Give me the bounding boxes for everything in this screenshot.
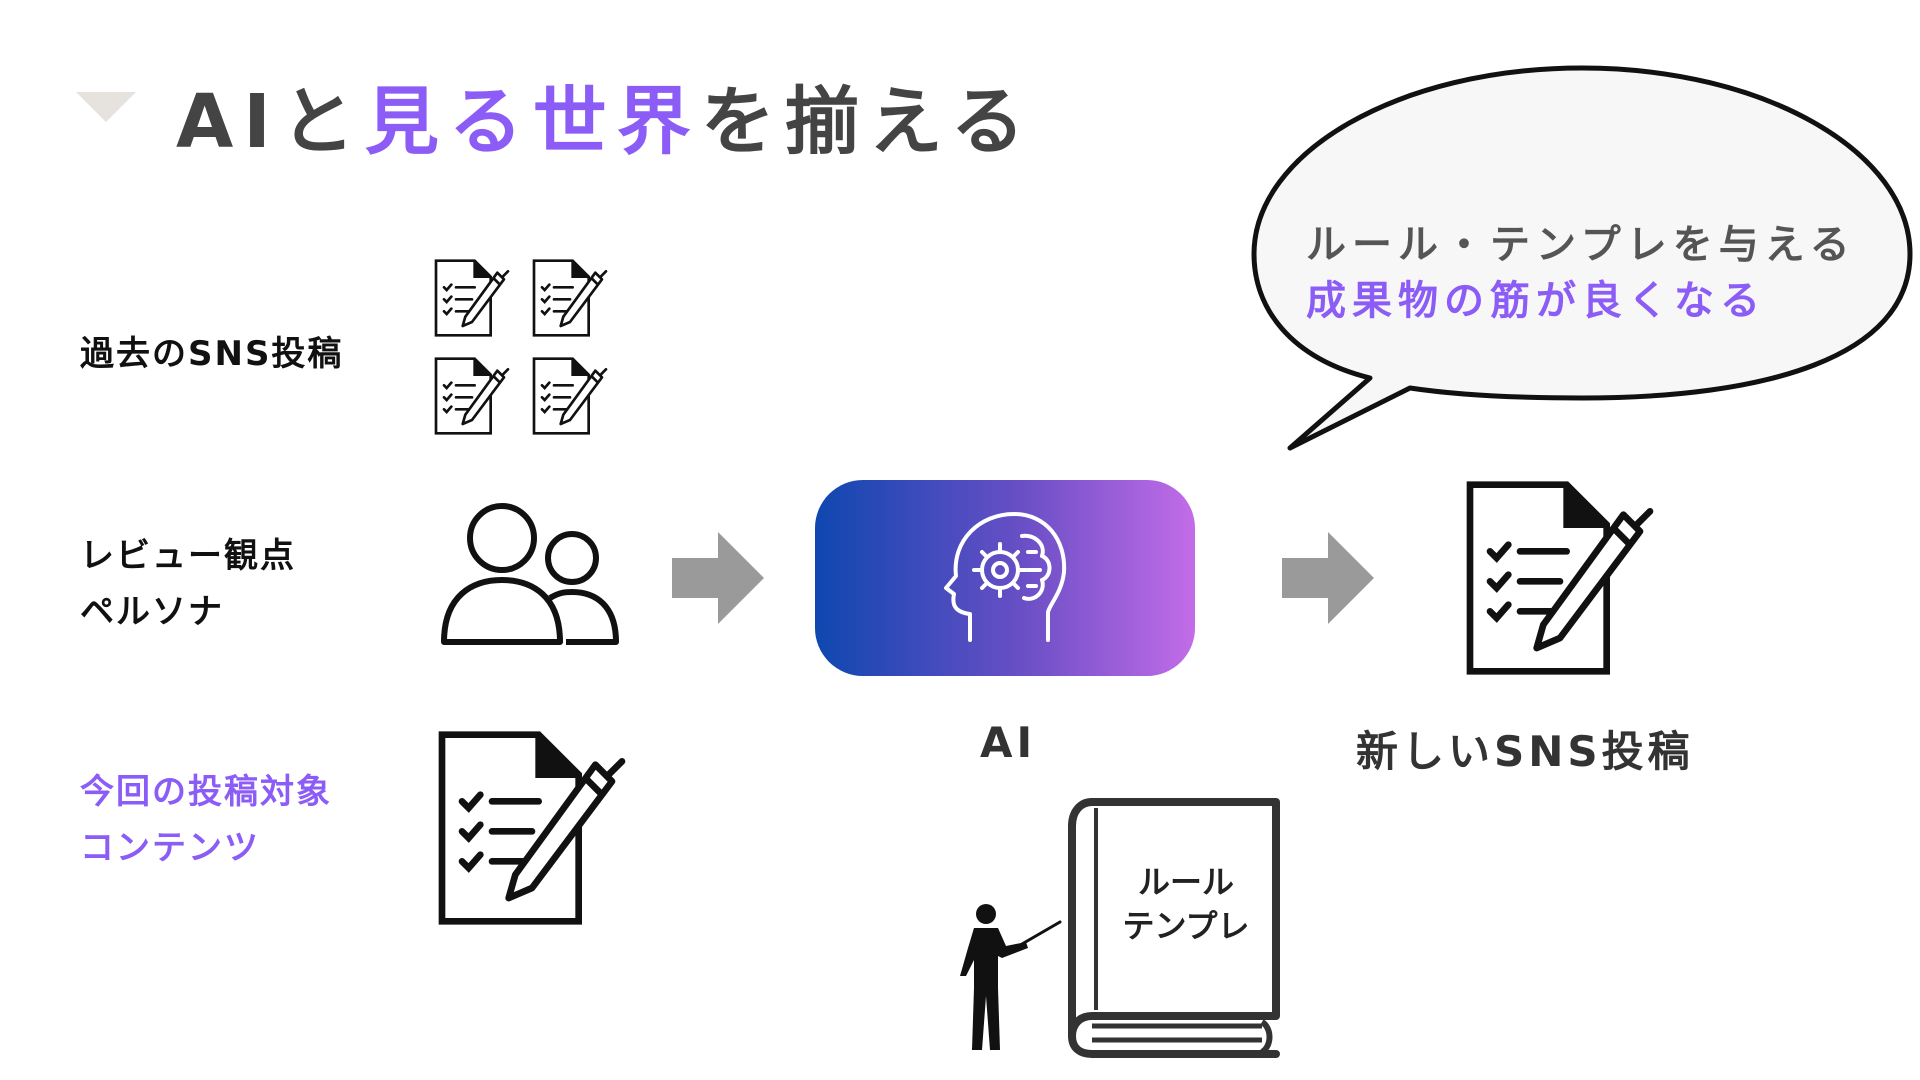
teacher-pointer-icon [960, 904, 1062, 1050]
new-post-label: 新しいSNS投稿 [1356, 727, 1694, 776]
review-perspective-label: レビュー観点 [80, 536, 296, 576]
past-posts-label: 過去のSNS投稿 [80, 334, 344, 374]
document-icon-2 [532, 259, 608, 337]
bubble-text-line2: 成果物の筋が良くなる [1306, 278, 1766, 324]
arrow-right-icon-2 [1282, 532, 1374, 624]
arrow-right-icon-1 [672, 532, 764, 624]
people-icon [441, 503, 619, 645]
ai-label: AI [980, 718, 1037, 767]
page-title: AIと見る世界を揃える [176, 62, 1035, 169]
title-triangle-icon [76, 92, 136, 122]
target-content-label-line1: 今回の投稿対象 [80, 772, 332, 812]
target-document-icon [432, 728, 632, 928]
new-post-document-icon [1460, 478, 1660, 678]
rulebook-icon [1068, 798, 1280, 1058]
book-label: ルール テンプレ [1106, 860, 1266, 948]
ai-head-brain-icon [944, 512, 1067, 642]
bubble-text-line1: ルール・テンプレを与える [1306, 222, 1856, 268]
title-prefix: AIと [176, 79, 365, 165]
book-label-line1: ルール [1137, 863, 1234, 901]
title-suffix: を揃える [700, 79, 1035, 165]
target-content-label-line2: コンテンツ [80, 828, 260, 868]
document-icon-1 [434, 259, 510, 337]
document-icon-3 [434, 357, 510, 435]
persona-label: ペルソナ [80, 592, 224, 632]
title-accent: 見る世界 [364, 79, 701, 165]
book-label-line2: テンプレ [1122, 907, 1250, 945]
document-icon-4 [532, 357, 608, 435]
speech-bubble [1251, 65, 1913, 451]
